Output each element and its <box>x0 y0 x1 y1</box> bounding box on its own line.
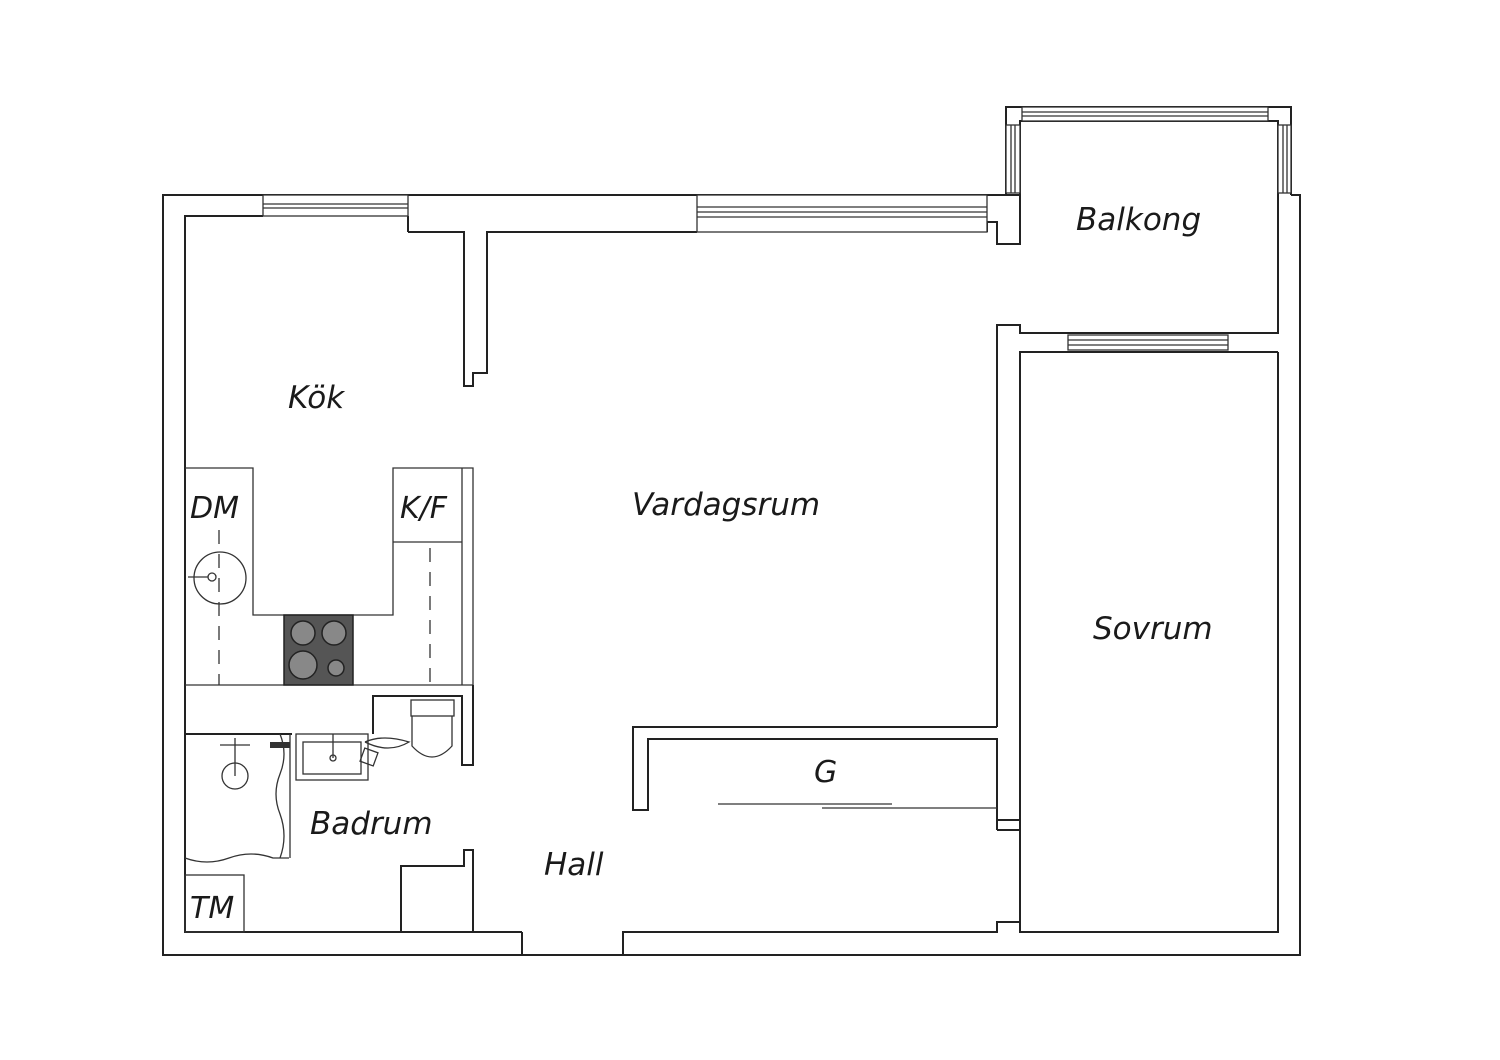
kitchen-sink <box>188 551 247 605</box>
window-living-room <box>696 194 988 233</box>
utility-cabinet <box>184 874 245 933</box>
balcony <box>996 106 1292 727</box>
washer <box>359 737 411 767</box>
room-label-badrum: Badrum <box>310 806 433 842</box>
room-label-kf: K/F <box>400 491 448 526</box>
stove <box>283 614 354 686</box>
room-label-sovrum: Sovrum <box>1093 611 1213 647</box>
wardrobe <box>632 726 998 820</box>
kitchen-counter <box>185 467 474 686</box>
room-label-vardagsrum: Vardagsrum <box>632 487 820 523</box>
room-label-g: G <box>814 755 837 790</box>
bathroom-walls <box>185 685 523 955</box>
room-label-kok: Kök <box>288 380 345 416</box>
shower <box>184 733 291 863</box>
room-label-balkong: Balkong <box>1076 202 1201 238</box>
bedroom-walls <box>996 334 1278 922</box>
room-label-hall: Hall <box>544 847 604 883</box>
toilet <box>410 699 455 758</box>
window-kitchen <box>262 194 409 217</box>
room-label-dm: DM <box>190 491 239 526</box>
bathroom-sink <box>295 733 369 781</box>
room-label-tm: TM <box>190 891 234 926</box>
